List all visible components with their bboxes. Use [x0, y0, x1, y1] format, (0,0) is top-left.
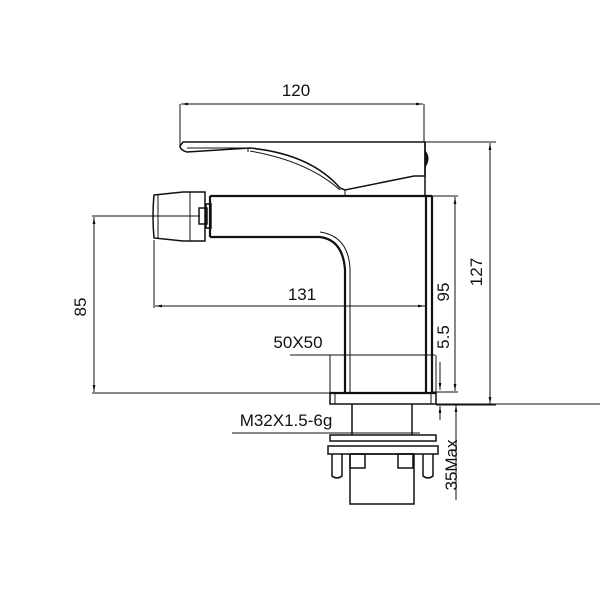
dim-total-height: 127 — [425, 141, 496, 406]
dim-outlet-height: 85 — [71, 215, 330, 394]
dim-label-127: 127 — [467, 258, 486, 286]
dim-body-section: 50X50 — [273, 333, 437, 393]
dim-lever-length: 120 — [179, 81, 425, 148]
dim-thread: M32X1.5-6g — [232, 411, 420, 434]
lever-handle — [179, 141, 429, 196]
dim-label-thread: M32X1.5-6g — [240, 411, 333, 430]
dim-label-95: 95 — [434, 283, 453, 302]
dim-deck-thickness: 35Max — [436, 403, 600, 500]
dim-label-50x50: 50X50 — [273, 333, 322, 352]
dim-label-85: 85 — [71, 298, 90, 317]
dim-label-35max: 35Max — [442, 439, 461, 491]
dim-label-5-5: 5.5 — [434, 325, 453, 349]
tap-body — [208, 194, 437, 405]
mounting-hardware — [327, 404, 439, 505]
dim-spout-reach: 131 — [153, 240, 425, 308]
dim-label-131: 131 — [288, 285, 316, 304]
dim-label-120: 120 — [282, 81, 310, 100]
dim-base-step: 5.5 — [434, 325, 453, 420]
